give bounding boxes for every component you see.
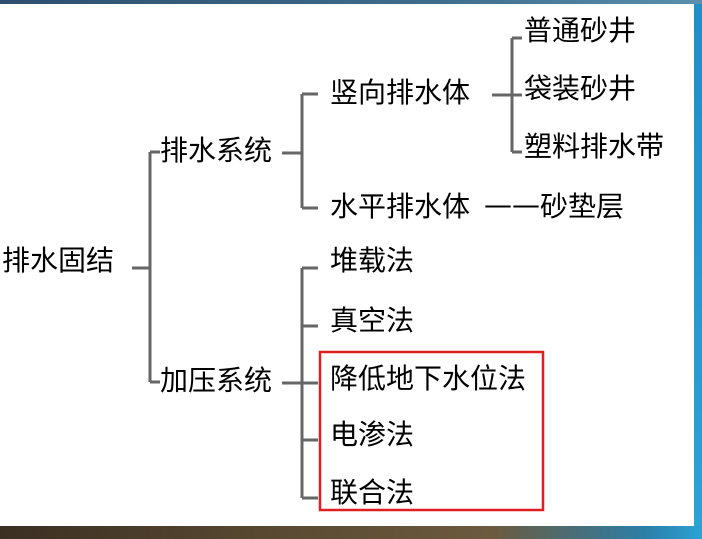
root-node: 排水固结 xyxy=(2,244,114,277)
vertical-child-2: 袋装砂井 xyxy=(524,72,636,105)
pressure-system-node: 加压系统 xyxy=(160,364,272,397)
vertical-child-1: 普通砂井 xyxy=(524,14,636,47)
right-edge-bar xyxy=(694,4,702,526)
horizontal-connector-dash: —— xyxy=(484,188,540,221)
bottom-border-bar xyxy=(0,526,702,539)
highlight-box xyxy=(318,350,545,512)
vertical-child-3: 塑料排水带 xyxy=(524,130,664,163)
horizontal-drain-node: 水平排水体 xyxy=(330,190,470,223)
pressure-child-3: 降低地下水位法 xyxy=(330,362,526,395)
pressure-child-1: 堆载法 xyxy=(330,244,414,277)
pressure-child-5: 联合法 xyxy=(330,476,414,509)
pressure-child-4: 电渗法 xyxy=(330,418,414,451)
pressure-child-2: 真空法 xyxy=(330,304,414,337)
tree-diagram: 排水固结 排水系统 竖向排水体 普通砂井 袋装砂井 塑料排水带 水平排水体 ——… xyxy=(2,14,664,512)
top-border-bar xyxy=(0,0,702,4)
vertical-drain-node: 竖向排水体 xyxy=(330,76,470,109)
horizontal-child: 砂垫层 xyxy=(540,190,624,223)
drain-system-node: 排水系统 xyxy=(160,134,272,167)
